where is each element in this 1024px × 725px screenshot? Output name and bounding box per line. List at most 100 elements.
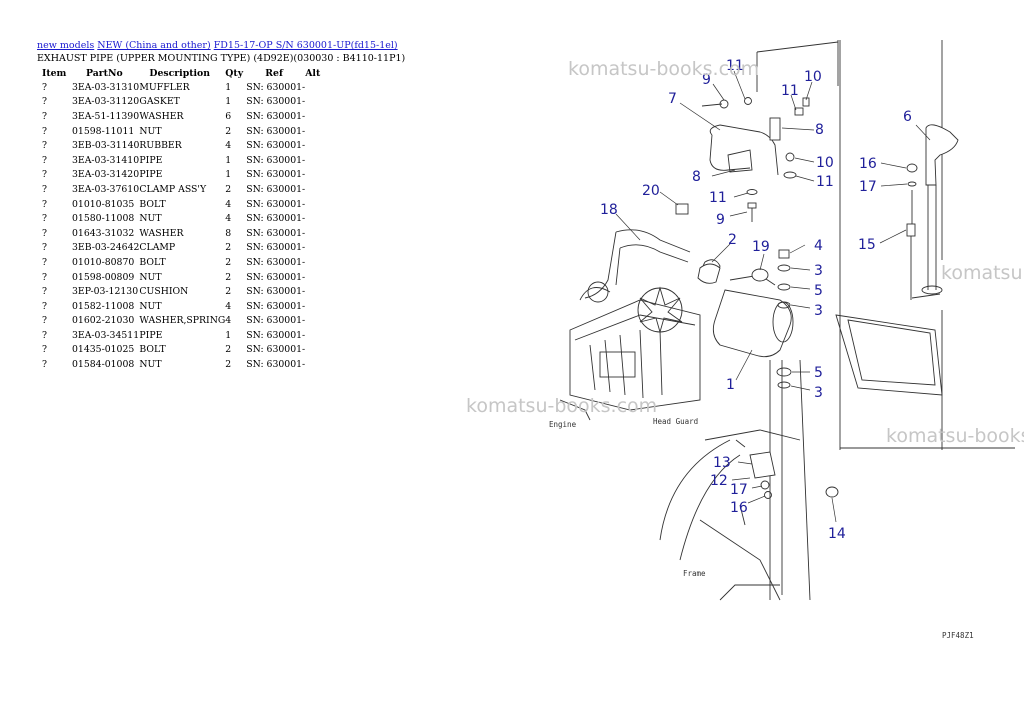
cell-qty: 2: [225, 359, 232, 371]
callout-4: 4: [814, 238, 823, 254]
cell-ref: SN: 630001-: [246, 213, 306, 225]
label-head-guard: Head Guard: [653, 417, 698, 426]
callout-15: 15: [858, 237, 876, 253]
cell-item: ?: [42, 96, 47, 108]
cell-qty: 1: [225, 96, 232, 108]
cell-qty: 4: [225, 315, 232, 327]
cell-partno: 01435-01025: [72, 344, 135, 356]
cell-description: BOLT: [139, 198, 166, 210]
column-header-alt: Alt: [305, 67, 321, 79]
cell-item: ?: [42, 110, 47, 122]
cell-partno: 01580-11008: [72, 213, 135, 225]
exhaust-pipe-drawing: [675, 97, 810, 222]
callout-9: 9: [716, 212, 725, 228]
callout-3: 3: [814, 263, 823, 279]
cell-partno: 3EA-03-34511: [72, 329, 140, 341]
cell-qty: 8: [225, 227, 232, 239]
callout-11: 11: [726, 58, 744, 74]
cell-item: ?: [42, 359, 47, 371]
cell-ref: SN: 630001-: [246, 256, 306, 268]
cell-description: CLAMP ASS'Y: [139, 183, 207, 195]
cell-qty: 1: [225, 329, 232, 341]
cell-description: WASHER: [139, 110, 184, 122]
cell-partno: 3EA-03-37610: [72, 183, 140, 195]
cell-description: PIPE: [139, 329, 163, 341]
cell-item: ?: [42, 286, 47, 298]
cell-partno: 3EB-03-24642: [72, 242, 140, 254]
label-engine: Engine: [549, 420, 577, 429]
callout-leader-lines: [615, 70, 931, 523]
cell-qty: 2: [225, 183, 232, 195]
cell-partno: 01643-31032: [72, 227, 135, 239]
cell-item: ?: [42, 81, 47, 93]
cell-qty: 4: [225, 198, 232, 210]
cell-ref: SN: 630001-: [246, 286, 306, 298]
cell-item: ?: [42, 213, 47, 225]
cell-qty: 4: [225, 300, 232, 312]
callout-10: 10: [804, 69, 822, 85]
drawing-labels: Engine Head Guard Frame PJF48Z1: [549, 417, 974, 640]
cell-ref: SN: 630001-: [246, 140, 306, 152]
watermark-middle: komatsu-books.com: [466, 395, 657, 417]
watermark-right: komatsu: [941, 262, 1023, 284]
column-header-description: Description: [149, 67, 210, 79]
cell-item: ?: [42, 242, 47, 254]
callout-10: 10: [816, 155, 834, 171]
cell-ref: SN: 630001-: [246, 125, 306, 137]
cell-qty: 4: [225, 213, 232, 225]
cell-ref: SN: 630001-: [246, 169, 306, 181]
breadcrumb: new models NEW (China and other) FD15-17…: [37, 40, 398, 51]
callout-11: 11: [816, 174, 834, 190]
column-header-ref: Ref: [265, 67, 283, 79]
cell-ref: SN: 630001-: [246, 110, 306, 122]
engine-drawing: [559, 281, 701, 421]
cell-ref: SN: 630001-: [246, 242, 306, 254]
breadcrumb-link-model[interactable]: FD15-17-OP S/N 630001-UP(fd15-1el): [213, 40, 398, 51]
head-guard-frame-drawing: [659, 40, 1015, 601]
cell-item: ?: [42, 271, 47, 283]
callout-5: 5: [814, 283, 823, 299]
callout-1: 1: [726, 377, 735, 393]
cell-ref: SN: 630001-: [246, 271, 306, 283]
cell-item: ?: [42, 256, 47, 268]
cell-description: GASKET: [139, 96, 180, 108]
cell-description: PIPE: [139, 154, 163, 166]
cell-qty: 1: [225, 169, 232, 181]
cell-qty: 2: [225, 242, 232, 254]
callout-5: 5: [814, 365, 823, 381]
cell-partno: 3EA-03-31120: [72, 96, 140, 108]
page-title: EXHAUST PIPE (UPPER MOUNTING TYPE) (4D92…: [37, 53, 406, 64]
callout-7: 7: [668, 91, 677, 107]
label-frame: Frame: [683, 569, 706, 578]
cell-partno: 01584-01008: [72, 359, 135, 371]
cell-ref: SN: 630001-: [246, 344, 306, 356]
cell-ref: SN: 630001-: [246, 227, 306, 239]
cell-qty: 1: [225, 154, 232, 166]
callout-6: 6: [903, 109, 912, 125]
callout-9: 9: [702, 72, 711, 88]
cell-item: ?: [42, 329, 47, 341]
cell-description: NUT: [139, 300, 162, 312]
drawing-code: PJF48Z1: [942, 631, 974, 640]
cell-item: ?: [42, 344, 47, 356]
cell-description: NUT: [139, 125, 162, 137]
breadcrumb-link-new-models[interactable]: new models: [37, 40, 95, 51]
cell-qty: 4: [225, 140, 232, 152]
watermarks: komatsu-books.com komatsu komatsu-books.…: [466, 58, 1024, 447]
callout-8: 8: [692, 169, 701, 185]
callout-13: 13: [713, 455, 731, 471]
watermark-top: komatsu-books.com: [568, 58, 759, 80]
breadcrumb-link-region[interactable]: NEW (China and other): [97, 40, 211, 51]
callout-11: 11: [709, 190, 727, 206]
column-header-partno: PartNo: [86, 67, 123, 79]
callout-3: 3: [814, 303, 823, 319]
